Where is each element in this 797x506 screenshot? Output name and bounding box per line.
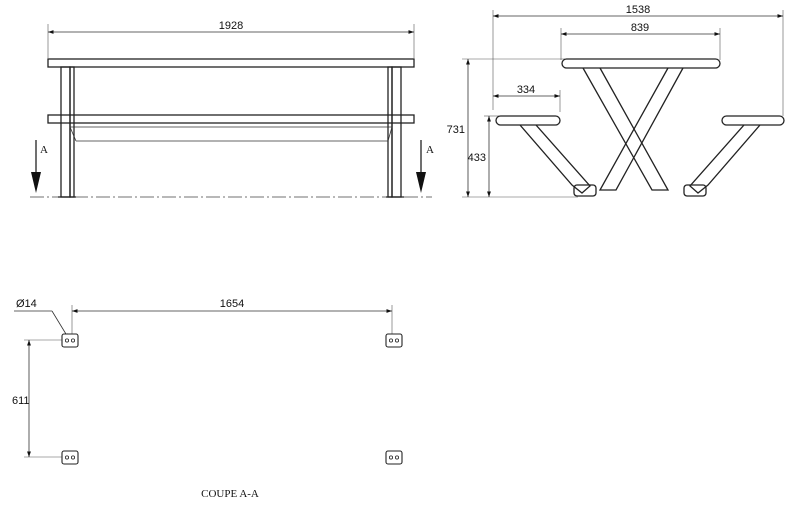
leg-left-outer: [60, 66, 71, 198]
seat-support-right: [689, 124, 761, 194]
anchor-hole: [394, 338, 399, 343]
anchor-hole: [388, 455, 393, 460]
anchor-hole: [71, 338, 76, 343]
section-marker-left-arrow: [31, 172, 41, 193]
section-marker-right-label: A: [426, 144, 434, 156]
overall-width-label: 1538: [626, 4, 650, 16]
rail-end-right: [387, 126, 393, 142]
table-top: [47, 58, 415, 68]
bench-seat: [47, 114, 415, 124]
foot-pad-right: [683, 184, 707, 197]
side-seat-right: [721, 115, 785, 126]
side-seat-left: [495, 115, 561, 126]
section-caption: COUPE A-A: [201, 488, 259, 500]
section-marker-right-arrow: [416, 172, 426, 193]
section-marker-left-label: A: [40, 144, 48, 156]
side-view: 1538 839 334 731 433: [447, 4, 785, 198]
base-plate-bottom-right: [385, 450, 403, 465]
leg-right-outer: [391, 66, 402, 198]
anchor-hole: [394, 455, 399, 460]
front-view: 1928 A A: [30, 20, 434, 198]
table-height-label: 731: [447, 124, 465, 136]
hole-diameter-label: Ø14: [16, 298, 37, 310]
seat-width-label: 334: [517, 84, 535, 96]
anchor-hole: [388, 338, 393, 343]
top-width-label: 839: [631, 22, 649, 34]
overall-length-label: 1928: [219, 20, 243, 32]
base-plate-top-left: [61, 333, 79, 348]
base-plate-bottom-left: [61, 450, 79, 465]
section-view: Ø14 1654 611 CO: [12, 298, 403, 500]
anchor-hole: [71, 455, 76, 460]
seat-support-left: [519, 124, 591, 194]
seat-height-label: 433: [468, 152, 486, 164]
hole-width-label: 611: [12, 395, 30, 407]
foot-pad-left: [573, 184, 597, 197]
rail-end-left: [69, 126, 77, 142]
frame-diagonal-right-to-left: [598, 67, 684, 191]
hole-length-label: 1654: [220, 298, 244, 310]
base-plate-top-right: [385, 333, 403, 348]
side-table-top: [561, 58, 721, 69]
anchor-hole: [65, 338, 70, 343]
anchor-hole: [65, 455, 70, 460]
